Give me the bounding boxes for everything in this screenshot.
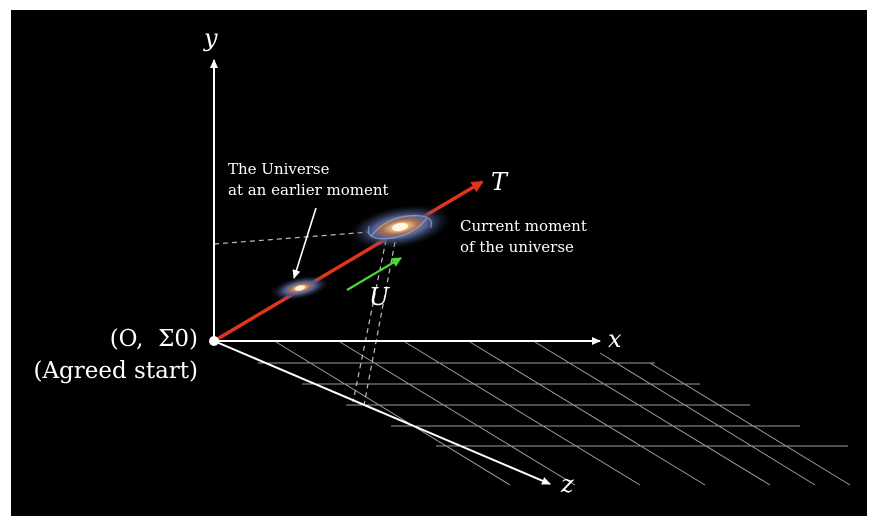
- grid-line-diagonal: [649, 362, 851, 486]
- time-axis: [213, 180, 484, 343]
- origin-caption: (Agreed start): [33, 358, 198, 384]
- origin-symbol-label: (O, Σ0): [109, 326, 198, 352]
- z-axis: [213, 340, 551, 485]
- velocity-label: U: [369, 283, 390, 311]
- floor-grid: [258, 341, 851, 486]
- projection-to-floor-right: [363, 241, 396, 406]
- projection-lines: [213, 231, 396, 406]
- galaxy-icon: [348, 204, 452, 250]
- projection-to-y-axis: [213, 231, 371, 245]
- projection-to-floor-left: [352, 239, 387, 403]
- origin-point: [209, 336, 219, 346]
- grid-line-diagonal: [339, 341, 576, 486]
- current-moment-annotation: Current moment of the universe: [460, 217, 587, 256]
- diagram-background: [11, 10, 867, 516]
- earlier-moment-pointer: [292, 207, 317, 279]
- grid-line-diagonal: [599, 352, 816, 486]
- x-axis-label: x: [608, 325, 622, 353]
- y-axis-label: y: [204, 24, 218, 52]
- velocity-vector: [346, 257, 402, 291]
- grid-line-diagonal: [404, 341, 641, 486]
- time-axis-label: T: [491, 168, 508, 196]
- grid-line-diagonal: [275, 341, 511, 486]
- z-axis-label: z: [561, 470, 574, 498]
- earlier-moment-annotation: The Universe at an earlier moment: [228, 160, 389, 199]
- galaxy-icon: [270, 275, 330, 301]
- grid-line-diagonal: [469, 341, 706, 486]
- grid-line-diagonal: [534, 341, 771, 486]
